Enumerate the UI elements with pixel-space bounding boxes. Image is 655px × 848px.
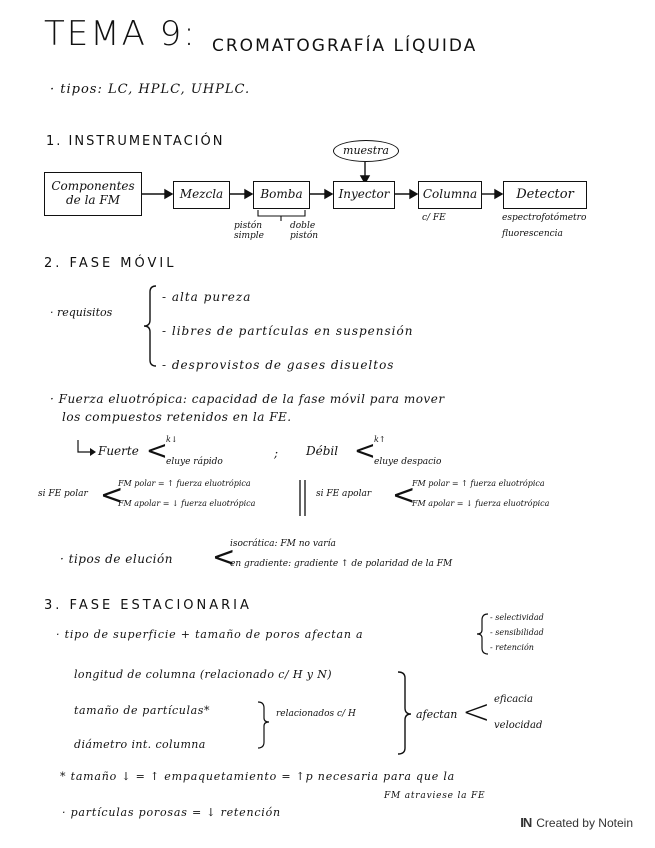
box-columna: Columna	[418, 181, 482, 209]
section-3-heading: 3. FASE ESTACIONARIA	[44, 598, 252, 613]
diametro-line: diámetro int. columna	[74, 738, 206, 751]
box-detector: Detector	[503, 181, 587, 209]
detector-note-espectro: espectrofotómetro	[502, 213, 587, 223]
eficacia-label: eficacia	[494, 694, 533, 705]
afectan-item-3: - retención	[490, 643, 534, 652]
bomba-note-0: pistón simple	[234, 221, 264, 241]
box-componentes-label: Componentes de la FM	[51, 179, 135, 207]
muestra-label: muestra	[343, 143, 389, 157]
tipos-line: · tipos: LC, HPLC, UHPLC.	[50, 82, 251, 97]
star-line-1: * tamaño ↓ = ↑ empaquetamiento = ↑p nece…	[60, 770, 456, 783]
notein-text: Created by Notein	[536, 815, 633, 830]
box-inyector-label: Inyector	[338, 187, 390, 202]
afectan-bracket: <	[462, 692, 491, 732]
box-mezcla: Mezcla	[173, 181, 230, 209]
box-bomba: Bomba	[253, 181, 310, 209]
porosas-line: · partículas porosas = ↓ retención	[62, 806, 281, 819]
box-inyector: Inyector	[333, 181, 395, 209]
page-title: TEMA 9:	[44, 14, 197, 54]
polar-bracket: <	[100, 478, 124, 511]
bomba-note-doble-piston: doble pistón	[290, 221, 332, 242]
debil-label: Débil	[306, 444, 339, 458]
elucion-top: isocrática: FM no varía	[230, 539, 336, 549]
requisitos-label: · requisitos	[50, 306, 113, 319]
elucion-label: · tipos de elución	[60, 552, 173, 566]
fuerza-line-1: · Fuerza eluotrópica: capacidad de la fa…	[50, 392, 445, 406]
bomba-note-1: doble pistón	[290, 221, 319, 241]
superficie-line: · tipo de superficie + tamaño de poros a…	[56, 628, 364, 641]
semicolon: ;	[274, 446, 279, 460]
debil-bracket: <	[354, 436, 376, 466]
fuerte-top: k↓	[166, 435, 178, 444]
afectan-item-2: - sensibilidad	[490, 628, 544, 637]
tamano-line: tamaño de partículas*	[74, 704, 211, 717]
columna-note: c/ FE	[422, 213, 446, 223]
notein-logo-icon: IN	[520, 815, 532, 830]
fuerza-line-2: los compuestos retenidos en la FE.	[62, 410, 292, 424]
muestra-oval: muestra	[333, 140, 399, 162]
box-mezcla-label: Mezcla	[179, 187, 224, 202]
fuerte-label: Fuerte	[98, 444, 139, 458]
box-componentes: Componentes de la FM	[44, 172, 142, 216]
apolar-label: si FE apolar	[316, 489, 372, 499]
detector-note-fluor: fluorescencia	[502, 229, 563, 239]
debil-bottom: eluye despacio	[374, 457, 442, 467]
apolar-top: FM polar = ↑ fuerza eluotrópica	[412, 479, 545, 488]
requisito-1: - alta pureza	[162, 290, 252, 304]
apolar-bottom: FM apolar = ↓ fuerza eluotrópica	[412, 499, 550, 508]
velocidad-label: velocidad	[494, 720, 543, 731]
box-columna-label: Columna	[422, 187, 478, 202]
polar-bottom: FM apolar = ↓ fuerza eluotrópica	[118, 499, 256, 508]
apolar-bracket: <	[392, 478, 416, 511]
fuerte-bottom: eluye rápido	[166, 457, 223, 467]
section-2-heading: 2. FASE MÓVIL	[44, 256, 177, 271]
notein-watermark: IN Created by Notein	[520, 815, 633, 830]
longitud-line: longitud de columna (relacionado c/ H y …	[74, 668, 332, 681]
afectan-label: afectan	[416, 708, 458, 721]
box-bomba-label: Bomba	[260, 187, 303, 202]
requisito-3: - desprovistos de gases disueltos	[162, 358, 395, 372]
elucion-bracket: <	[212, 540, 236, 573]
polar-label: si FE polar	[38, 489, 88, 499]
elucion-bottom: en gradiente: gradiente ↑ de polaridad d…	[230, 559, 453, 569]
polar-top: FM polar = ↑ fuerza eluotrópica	[118, 479, 251, 488]
page-subtitle: CROMATOGRAFÍA LÍQUIDA	[212, 36, 478, 56]
requisito-2: - libres de partículas en suspensión	[162, 324, 414, 338]
bomba-note-piston-simple: pistón simple	[234, 221, 278, 242]
debil-top: k↑	[374, 435, 386, 444]
section-1-heading: 1. INSTRUMENTACIÓN	[46, 134, 225, 149]
fuerte-bracket: <	[146, 436, 168, 466]
relacionados-note: relacionados c/ H	[276, 709, 356, 719]
star-line-2: FM atraviese la FE	[384, 791, 486, 801]
box-detector-label: Detector	[516, 186, 574, 202]
afectan-item-1: - selectividad	[490, 613, 544, 622]
